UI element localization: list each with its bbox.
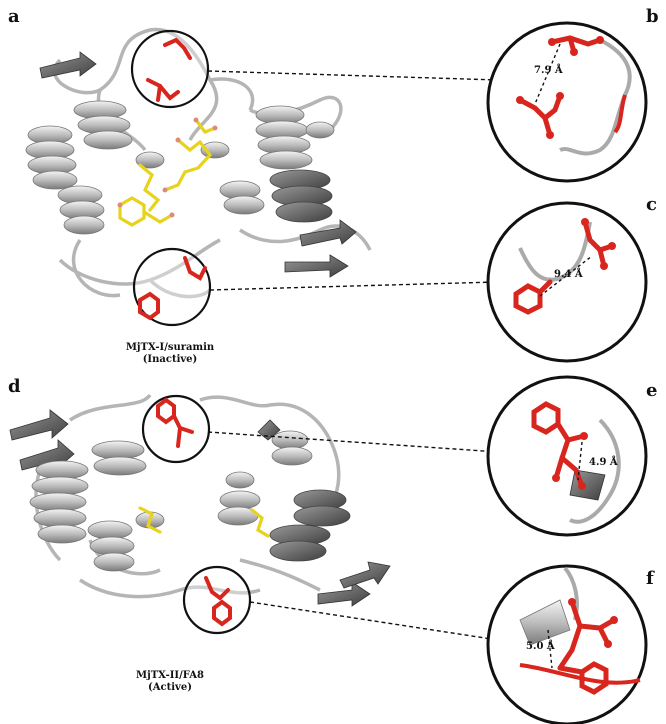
residues-b-small — [146, 37, 192, 102]
helix-d-left — [29, 440, 147, 572]
caption-d: MjTX-II/FA8 (Active) — [100, 670, 240, 694]
leader-line-c — [209, 281, 497, 291]
helix-d-center2 — [225, 471, 255, 489]
beta-strand-a2 — [299, 219, 357, 247]
caption-a: MjTX-I/suramin (Inactive) — [100, 342, 240, 366]
caption-a-line2: (Inactive) — [142, 354, 198, 365]
inset-b — [486, 21, 648, 183]
leader-line-e — [207, 431, 499, 453]
caption-d-line2: (Active) — [148, 682, 192, 693]
leader-line-b — [207, 70, 499, 81]
inset-source-circle-f — [182, 565, 252, 635]
inset-f — [486, 564, 648, 724]
beta-strand-d1 — [9, 409, 69, 441]
caption-a-line1: MjTX-I/suramin — [125, 342, 215, 353]
beta-strand-a1 — [39, 51, 97, 79]
fa8-ligand — [138, 506, 270, 538]
helix-a-right — [219, 105, 335, 223]
beta-strand-a3 — [284, 254, 349, 278]
suramin-accents — [117, 117, 218, 218]
inset-source-circle-c — [132, 247, 212, 327]
distance-label-b: 7.9 Å — [534, 64, 563, 76]
protein-structure-a — [25, 27, 372, 327]
helix-d-right — [217, 430, 351, 562]
distance-label-e: 4.9 Å — [589, 456, 618, 468]
panel-letter-b: b — [646, 6, 659, 27]
distance-label-c: 9.4 Å — [554, 268, 583, 280]
inset-source-circle-b — [130, 29, 210, 109]
helix-a-center1 — [135, 151, 165, 169]
caption-d-line1: MjTX-II/FA8 — [136, 670, 204, 681]
residues-c-small — [138, 256, 207, 321]
panel-letter-a: a — [8, 6, 20, 27]
protein-structure-d — [9, 393, 391, 635]
beta-strand-d4 — [339, 561, 391, 589]
panel-letter-e: e — [646, 380, 658, 401]
inset-c — [486, 201, 648, 363]
leader-line-f — [249, 601, 499, 641]
residues-f-small — [204, 576, 232, 627]
coil-a-bottom — [58, 238, 221, 299]
panel-letter-f: f — [646, 568, 654, 589]
beta-strand-d5 — [257, 419, 281, 441]
residues-e-small — [156, 397, 194, 448]
beta-strand-d3 — [317, 581, 371, 607]
panel-letter-c: c — [646, 194, 657, 215]
suramin-ligand — [118, 118, 217, 227]
panel-letter-d: d — [8, 376, 21, 397]
inset-e — [486, 375, 648, 537]
helix-a-left — [25, 100, 133, 235]
coil-d-top — [34, 393, 341, 562]
distance-label-f: 5.0 Å — [526, 640, 555, 652]
